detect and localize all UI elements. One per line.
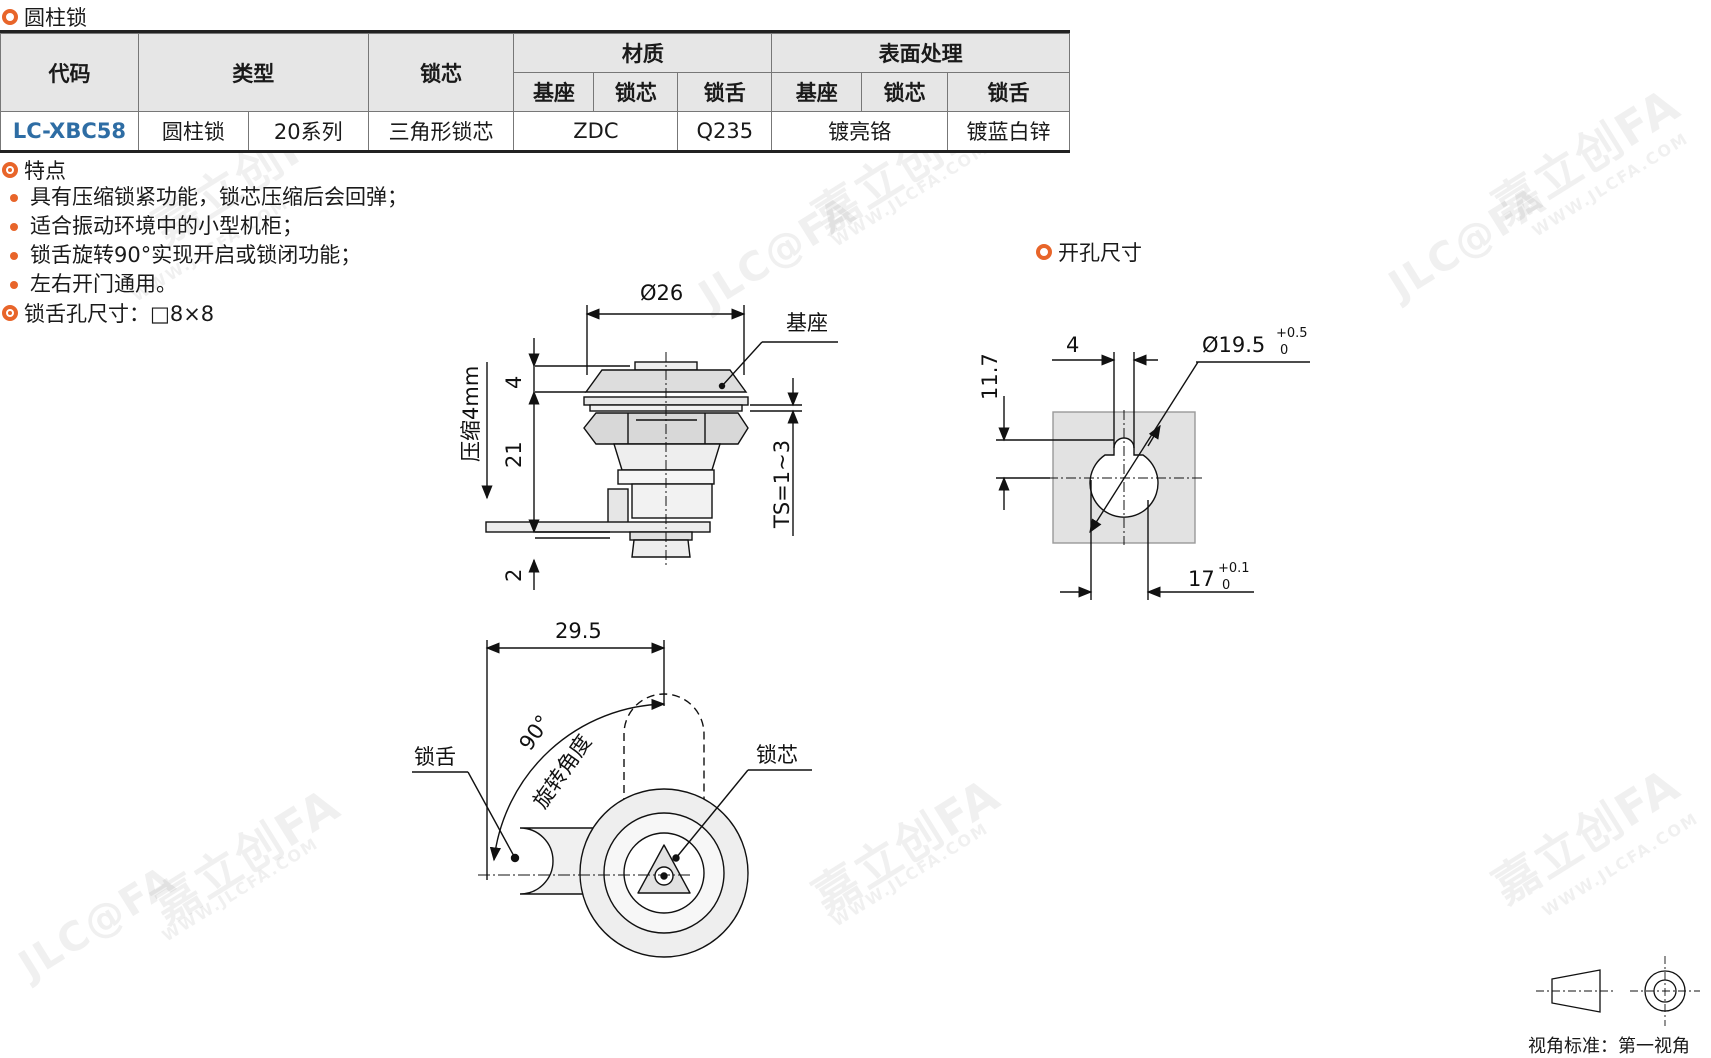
label-angle: 90° — [514, 711, 555, 755]
cell-surface-base-core: 镀亮铬 — [771, 111, 949, 153]
header-code: 代码 — [0, 33, 139, 112]
table-header-row: 代码 类型 锁芯 材质 表面处理 — [0, 33, 1070, 112]
hole-size-text: 锁舌孔尺寸：□8×8 — [24, 302, 215, 326]
header-material: 材质 — [513, 33, 773, 73]
features-heading-text: 特点 — [24, 159, 66, 183]
cutout-heading-text: 开孔尺寸 — [1058, 241, 1142, 265]
dim-cutout-diameter-tol-top: +0.5 — [1276, 326, 1308, 341]
subheader-material-base: 基座 — [513, 72, 595, 112]
page-title: 圆柱锁 — [2, 2, 87, 32]
cell-surface-tongue: 镀蓝白锌 — [947, 111, 1070, 153]
features-heading: 特点 — [2, 155, 66, 185]
features-list: 具有压缩锁紧功能，锁芯压缩后会回弹； 适合振动环境中的小型机柜； 锁舌旋转90°… — [10, 183, 408, 299]
label-core: 锁芯 — [756, 743, 798, 767]
label-ts: TS=1~3 — [770, 440, 794, 529]
title-rule — [0, 30, 1070, 33]
target-icon — [2, 305, 18, 321]
subheader-material-tongue: 锁舌 — [677, 72, 773, 112]
side-view — [481, 305, 838, 590]
dim-side-body: 21 — [502, 441, 526, 468]
cell-type2: 20系列 — [247, 111, 369, 153]
cutout-labels: 4 11.7 Ø19.5 +0.5 0 17 +0.1 0 — [978, 326, 1308, 593]
dim-cutout-height: 11.7 — [978, 353, 1002, 400]
subheader-material-core: 锁芯 — [593, 72, 679, 112]
dim-side-diameter: Ø26 — [640, 281, 683, 305]
cell-material-tongue: Q235 — [677, 111, 773, 153]
hole-size: 锁舌孔尺寸：□8×8 — [2, 298, 214, 328]
list-item: 适合振动环境中的小型机柜； — [10, 212, 408, 241]
dim-side-bottom: 2 — [502, 569, 526, 582]
label-base: 基座 — [786, 311, 828, 335]
list-item: 锁舌旋转90°实现开启或锁闭功能； — [10, 241, 408, 270]
cutout-view — [996, 352, 1310, 600]
ring-icon — [1036, 244, 1052, 260]
dim-cutout-width: 4 — [1066, 333, 1079, 357]
label-tongue: 锁舌 — [414, 745, 456, 769]
dim-front-width: 29.5 — [555, 619, 602, 643]
dim-cutout-flat: 17 — [1188, 567, 1215, 591]
front-view — [412, 640, 812, 958]
table-row: LC-XBC58 圆柱锁 20系列 三角形锁芯 ZDC Q235 镀亮铬 镀蓝白… — [0, 111, 1070, 153]
dim-cutout-flat-tol-top: +0.1 — [1218, 561, 1250, 576]
cell-code: LC-XBC58 — [0, 111, 139, 153]
dim-side-top: 4 — [502, 376, 526, 389]
header-core: 锁芯 — [367, 33, 515, 112]
cell-core: 三角形锁芯 — [367, 111, 515, 153]
cell-material-base-core: ZDC — [513, 111, 679, 153]
target-icon — [2, 162, 18, 178]
subheader-surface-base: 基座 — [771, 72, 863, 112]
header-type: 类型 — [137, 33, 369, 112]
side-view-labels: Ø26 基座 4 21 2 压缩4mm TS=1~3 — [459, 281, 828, 582]
list-item: 具有压缩锁紧功能，锁芯压缩后会回弹； — [10, 183, 408, 212]
spec-table: 代码 类型 锁芯 材质 表面处理 基座 锁芯 锁舌 基座 锁芯 锁舌 LC-XB… — [0, 33, 1070, 153]
subheader-surface-tongue: 锁舌 — [947, 72, 1070, 112]
ring-icon — [2, 9, 18, 25]
dim-cutout-diameter-tol-bottom: 0 — [1280, 343, 1288, 358]
list-item: 左右开门通用。 — [10, 270, 408, 299]
cutout-heading: 开孔尺寸 — [1036, 237, 1142, 267]
view-standard: 视角标准：第一视角 — [1528, 1036, 1690, 1057]
cell-type1: 圆柱锁 — [137, 111, 249, 153]
page-title-text: 圆柱锁 — [24, 6, 87, 30]
header-surface: 表面处理 — [771, 33, 1070, 73]
dim-cutout-flat-tol-bottom: 0 — [1222, 578, 1230, 593]
first-angle-projection-icon — [1536, 956, 1700, 1026]
dim-cutout-diameter: Ø19.5 — [1202, 333, 1265, 357]
label-compress: 压缩4mm — [459, 366, 483, 462]
